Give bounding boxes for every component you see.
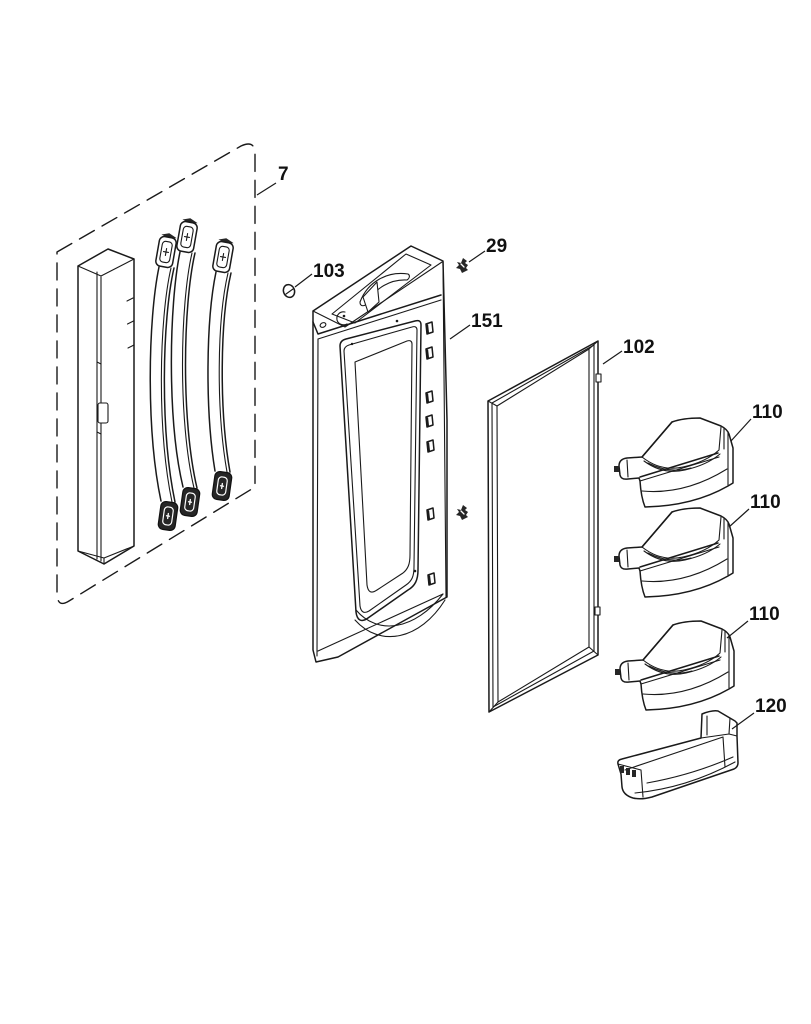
callout-102-leader bbox=[602, 350, 623, 365]
liner-slot bbox=[424, 345, 435, 361]
callout-7-label: 7 bbox=[278, 164, 289, 185]
callout-110-lower: 110 bbox=[726, 604, 780, 639]
callout-110-lower-leader bbox=[726, 620, 749, 639]
callout-120-leader bbox=[731, 712, 755, 730]
door-handle-2 bbox=[170, 216, 202, 518]
callout-7: 7 bbox=[256, 164, 289, 196]
door-bin-2 bbox=[613, 507, 734, 598]
handle-1-bottom-mount bbox=[156, 500, 180, 532]
liner-slot bbox=[425, 506, 436, 522]
bottom-trim-rail bbox=[617, 710, 739, 800]
callout-110-middle-label: 110 bbox=[750, 492, 781, 513]
grommet-plug bbox=[282, 283, 296, 299]
door-gasket bbox=[487, 340, 602, 713]
callout-110-lower-label: 110 bbox=[749, 604, 780, 625]
callout-29: 29 bbox=[468, 236, 507, 263]
callout-110-upper: 110 bbox=[730, 402, 783, 442]
callout-110-upper-leader bbox=[730, 418, 752, 442]
door-bin-3 bbox=[614, 620, 735, 711]
liner-slot bbox=[424, 320, 435, 336]
callout-120-label: 120 bbox=[755, 696, 787, 717]
liner-slot bbox=[425, 438, 436, 454]
assembly-boundary-box bbox=[56, 143, 256, 605]
callout-110-upper-label: 110 bbox=[752, 402, 783, 423]
callout-29-label: 29 bbox=[486, 236, 507, 257]
callout-103: 103 bbox=[294, 261, 345, 288]
callout-151: 151 bbox=[449, 311, 503, 340]
liner-slot bbox=[426, 571, 437, 587]
callout-29-leader bbox=[468, 250, 486, 263]
handle-3-bottom-mount bbox=[210, 470, 234, 502]
door-handle-1 bbox=[149, 231, 180, 532]
door-bin-1 bbox=[613, 417, 734, 508]
screw-top bbox=[455, 257, 469, 274]
callout-103-leader bbox=[294, 273, 313, 288]
liner-slot bbox=[424, 389, 435, 405]
callout-102-label: 102 bbox=[623, 337, 655, 358]
callout-151-label: 151 bbox=[471, 311, 503, 332]
callout-151-leader bbox=[449, 324, 471, 340]
callout-7-leader bbox=[256, 182, 277, 196]
handle-1-top-mount bbox=[154, 231, 179, 269]
callout-110-middle: 110 bbox=[728, 492, 781, 528]
callout-102: 102 bbox=[602, 337, 655, 365]
handle-2-top-mount bbox=[175, 216, 200, 254]
callout-103-label: 103 bbox=[313, 261, 345, 282]
door-panel bbox=[312, 245, 448, 663]
handle-3-top-mount bbox=[211, 236, 236, 274]
screw-middle bbox=[455, 504, 469, 521]
liner-slot bbox=[424, 413, 435, 429]
callout-120: 120 bbox=[731, 696, 787, 730]
handle-2-bottom-mount bbox=[178, 486, 202, 518]
door-handle-3 bbox=[207, 236, 236, 502]
vertical-trim-panel bbox=[77, 248, 135, 565]
callout-110-middle-leader bbox=[728, 508, 750, 528]
